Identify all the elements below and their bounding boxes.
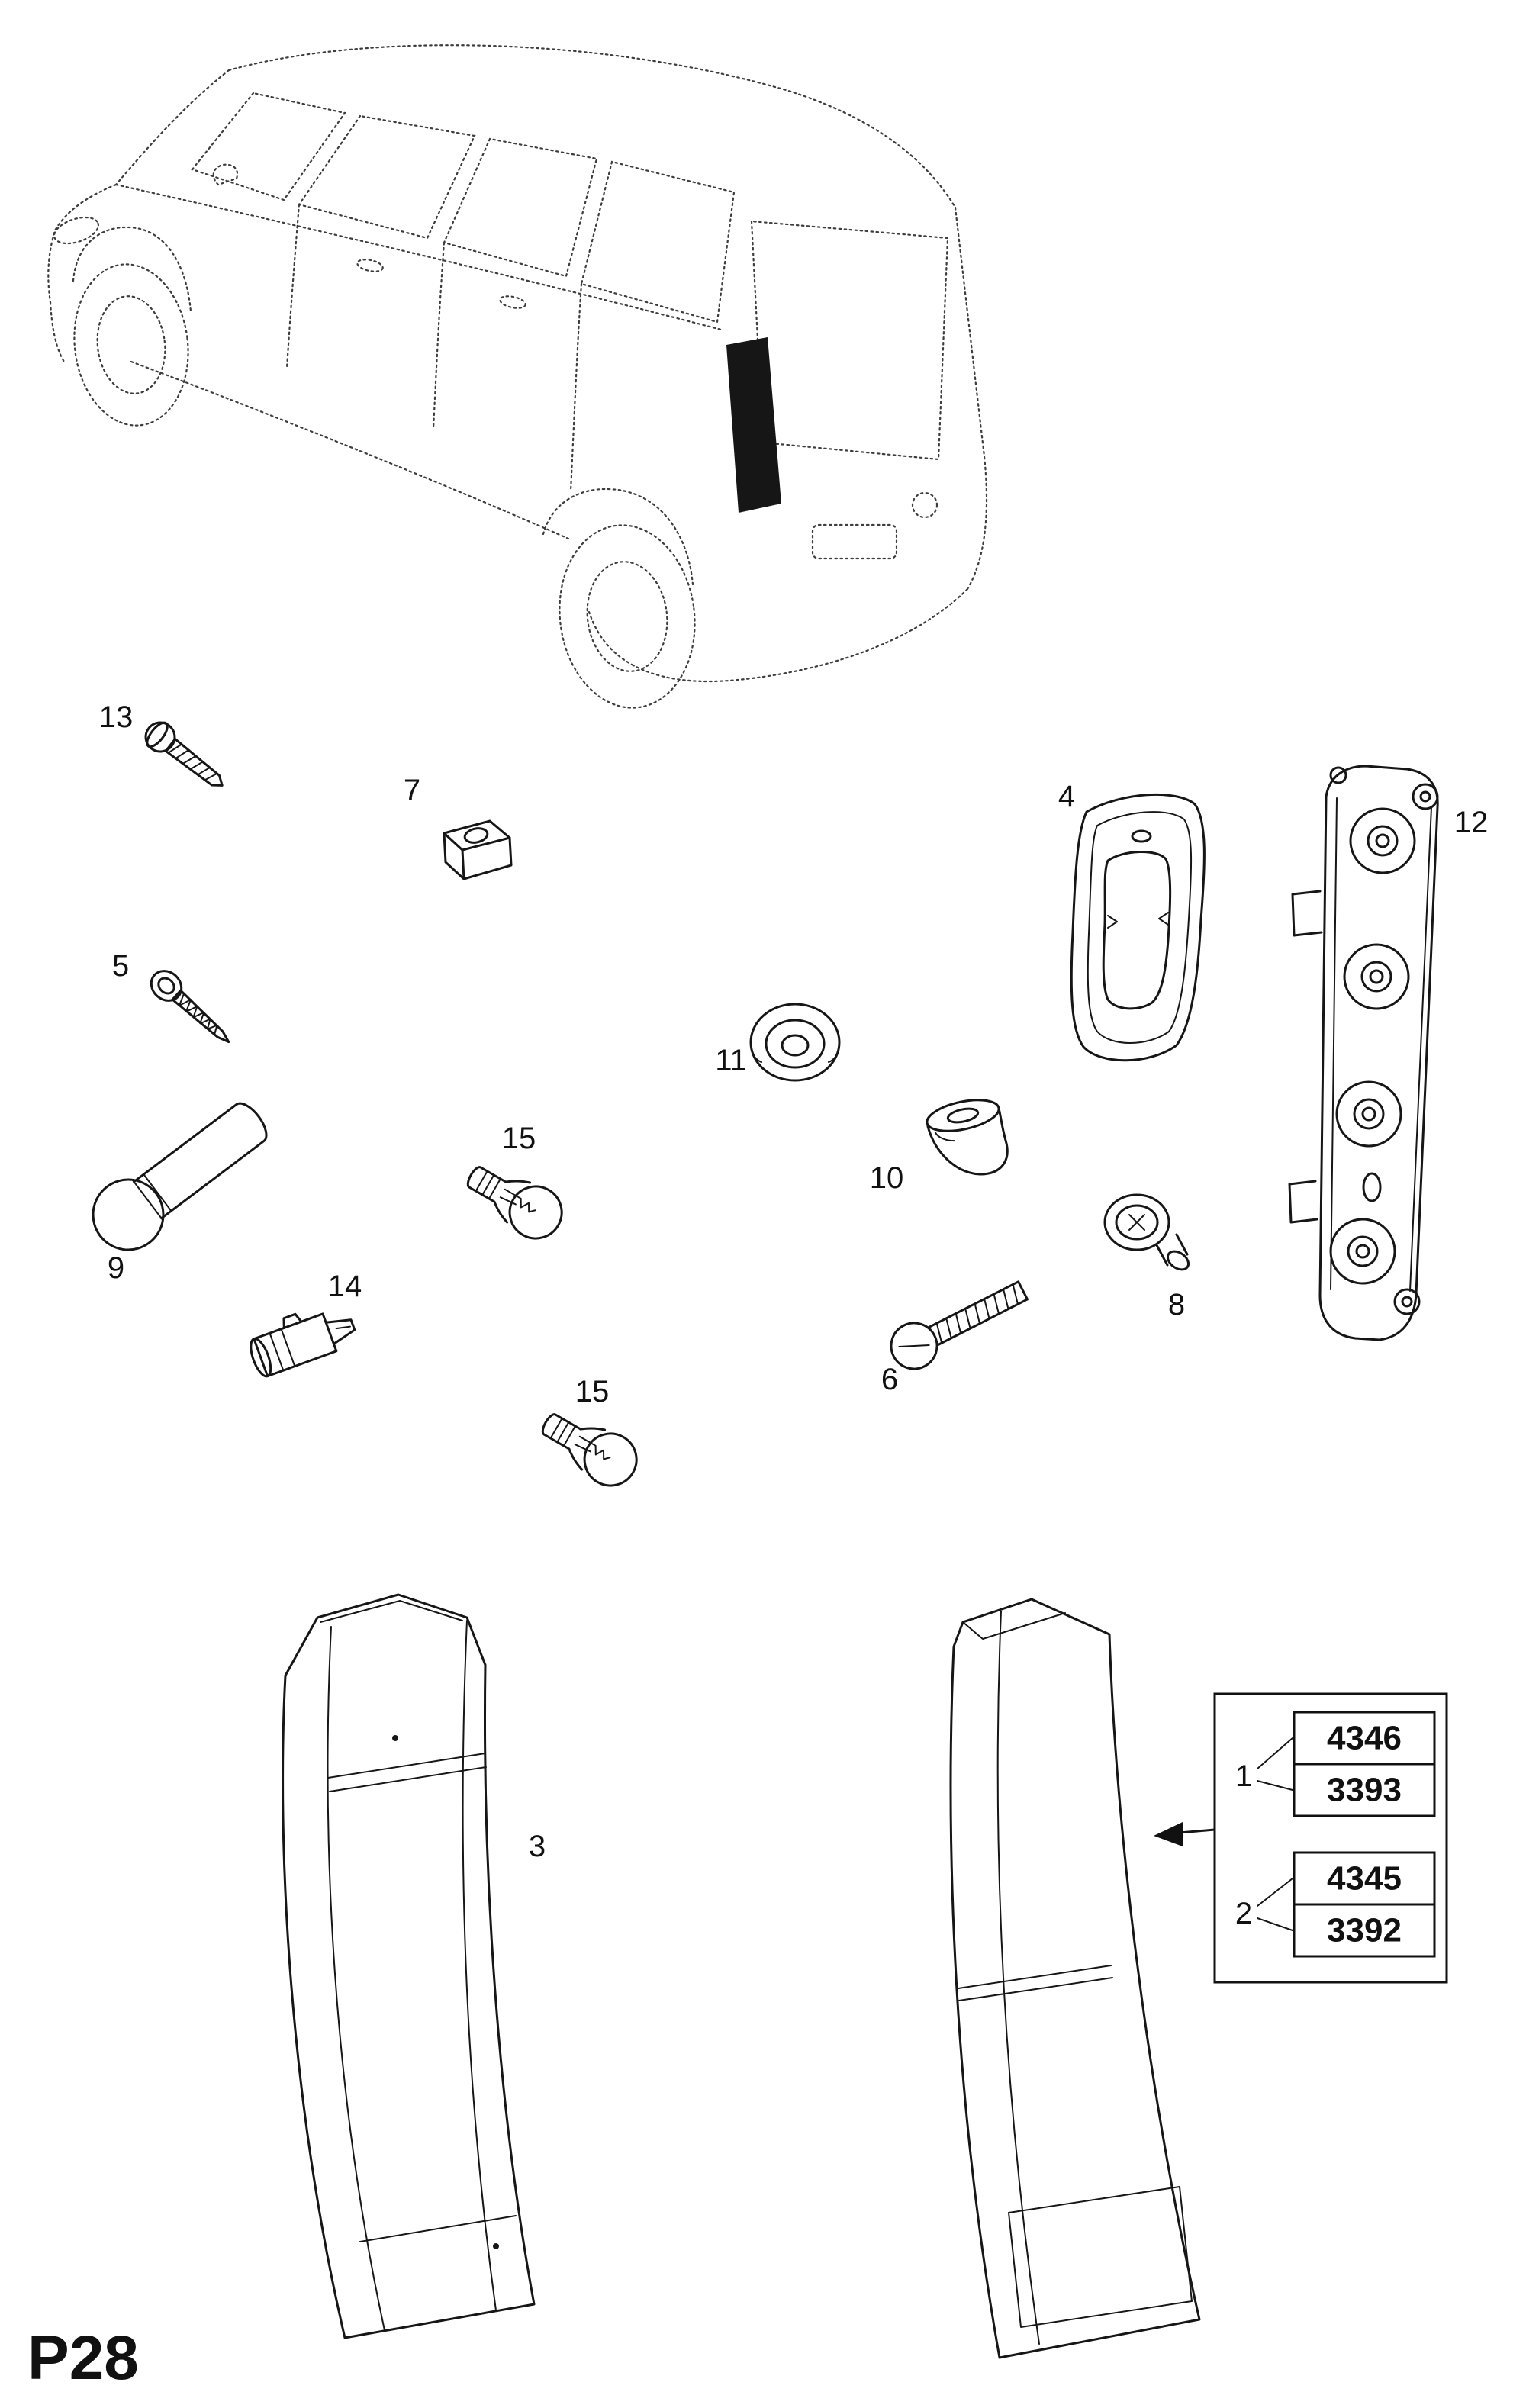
car-tail-lamp-shaded [726,337,781,513]
callout-4: 4 [1058,780,1075,813]
part-8-screw-rivet [1103,1193,1190,1271]
part-6-screw [890,1280,1029,1370]
part-code-4345: 4345 [1327,1860,1402,1898]
part-code-4346: 4346 [1327,1720,1402,1757]
part-7-clip-nut [443,819,513,880]
tail-lamp-lens-right [949,1598,1201,2359]
callout-5: 5 [112,949,129,983]
callout-9: 9 [108,1251,124,1285]
callout-15a: 15 [502,1122,536,1155]
part-15a-bulb [466,1166,563,1240]
code-box-1 [1293,1711,1436,1766]
callout-11: 11 [715,1044,747,1077]
car-illustration [47,44,988,709]
part-14-bulb-socket [250,1312,356,1378]
pointer-arrow [1154,1822,1216,1846]
callout-8: 8 [1168,1288,1185,1322]
code-box-4 [1293,1903,1436,1958]
part-4-gasket [1070,793,1206,1062]
callout-14: 14 [328,1270,362,1303]
part-10-cone-grommet [926,1099,1009,1176]
callout-12: 12 [1454,806,1489,839]
part-15b-bulb [541,1413,638,1487]
part-12-bulb-carrier [1288,765,1439,1341]
callout-15b: 15 [575,1375,610,1408]
callout-13: 13 [99,700,134,734]
part-number-table: 4346 3393 4345 3392 1 2 [1154,1692,1448,1984]
ref-label-2: 2 [1235,1897,1252,1930]
part-9-rivet [92,1102,268,1251]
part-13-screw [144,721,224,787]
part-code-3393: 3393 [1327,1772,1402,1809]
code-box-3 [1293,1851,1436,1906]
callout-10: 10 [870,1161,904,1195]
callout-6: 6 [881,1363,898,1396]
callout-3: 3 [529,1830,546,1863]
part-5-screw [150,970,230,1044]
callout-7: 7 [404,774,420,807]
part-11-grommet [749,1003,841,1082]
code-box-2 [1293,1763,1436,1817]
ref-label-1: 1 [1235,1759,1252,1793]
page-code: P28 [27,2323,139,2393]
tail-lamp-lens-left [282,1593,536,2339]
part-code-3392: 3392 [1327,1912,1402,1949]
